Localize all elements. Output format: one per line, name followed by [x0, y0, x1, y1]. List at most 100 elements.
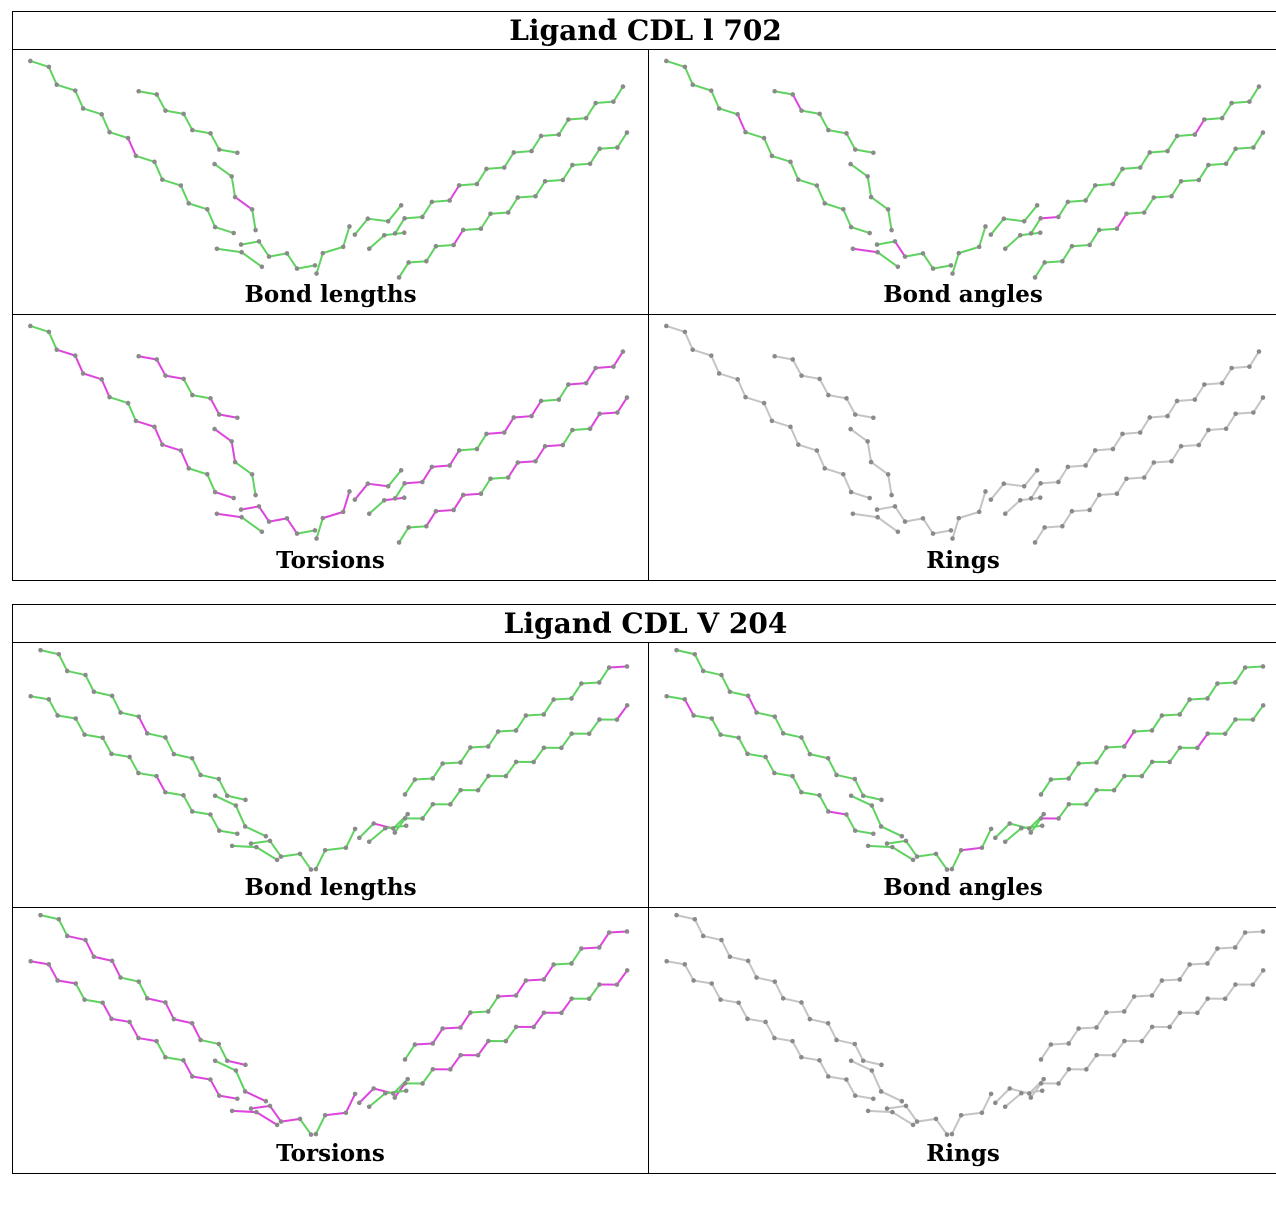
bond	[1111, 167, 1124, 186]
bond	[542, 698, 555, 716]
bond	[818, 794, 830, 813]
atom	[736, 735, 741, 741]
atom	[485, 744, 491, 749]
bond	[773, 90, 794, 96]
bond	[849, 163, 869, 178]
bond	[1221, 102, 1233, 120]
atom	[458, 787, 463, 793]
atom	[735, 112, 740, 117]
bond	[608, 665, 628, 669]
bond	[1148, 150, 1169, 154]
bond	[1057, 803, 1070, 820]
atom	[212, 224, 218, 230]
bond	[747, 959, 758, 979]
bond	[1206, 947, 1219, 965]
atom	[402, 792, 408, 797]
bond	[773, 715, 785, 735]
atom	[920, 516, 926, 521]
bond	[585, 102, 597, 120]
atom	[531, 759, 536, 765]
atom	[958, 847, 964, 853]
atom	[28, 693, 33, 699]
bond	[867, 1109, 894, 1114]
bond	[747, 694, 758, 714]
bond	[571, 427, 592, 432]
bond	[693, 918, 705, 937]
bond	[770, 419, 792, 428]
bond	[55, 348, 77, 357]
bond	[1123, 995, 1136, 1013]
bond	[110, 1017, 131, 1023]
atom	[515, 195, 521, 200]
atom	[615, 410, 620, 415]
atom	[212, 489, 218, 495]
atom	[1114, 491, 1120, 497]
atom	[1233, 982, 1238, 987]
atom	[708, 88, 714, 93]
atom	[1187, 962, 1192, 967]
atom	[949, 1131, 955, 1137]
atom	[1165, 148, 1170, 154]
bond	[504, 760, 518, 778]
bond	[244, 825, 267, 838]
atom	[189, 1020, 195, 1026]
atom	[865, 439, 870, 444]
bond	[255, 846, 279, 861]
atom	[674, 912, 679, 918]
bond	[736, 113, 747, 134]
bond	[612, 85, 624, 103]
atom	[664, 58, 669, 64]
atom	[948, 263, 954, 268]
bond	[1160, 978, 1181, 982]
atom	[239, 514, 244, 520]
bond	[425, 510, 437, 528]
atom	[825, 1020, 831, 1026]
bond	[516, 460, 537, 464]
bond	[164, 1056, 185, 1062]
atom	[871, 831, 876, 837]
atom	[232, 194, 238, 200]
bond	[1115, 477, 1128, 495]
atom	[1205, 696, 1210, 701]
bond	[524, 978, 545, 982]
bond	[368, 499, 386, 515]
atom	[593, 100, 598, 106]
atom	[64, 933, 70, 939]
atom	[1021, 219, 1027, 224]
atom	[56, 916, 62, 922]
bond	[179, 184, 190, 205]
bond	[1084, 184, 1097, 202]
atom	[840, 471, 846, 477]
bond	[257, 240, 271, 258]
atom	[396, 275, 402, 280]
atom	[570, 162, 575, 168]
atom	[231, 230, 236, 236]
atom	[559, 745, 564, 751]
atom	[163, 789, 168, 795]
atom	[204, 206, 210, 212]
atom	[109, 1016, 114, 1022]
bond	[403, 480, 424, 485]
atom	[1260, 664, 1266, 669]
atom	[99, 112, 104, 117]
bond	[960, 846, 983, 852]
atom	[1177, 712, 1183, 717]
bond	[434, 508, 455, 513]
atom	[28, 58, 33, 64]
atom	[682, 329, 688, 335]
atom	[1121, 744, 1127, 749]
atom	[745, 751, 750, 757]
atom	[229, 174, 234, 179]
atom	[208, 1077, 213, 1082]
atom	[385, 484, 391, 489]
atom	[620, 84, 626, 89]
atom	[840, 206, 846, 212]
bond	[179, 449, 190, 470]
bond	[384, 824, 408, 830]
atom	[1124, 476, 1129, 482]
atom	[495, 994, 501, 999]
atom	[154, 92, 160, 97]
bond	[789, 425, 800, 446]
bond	[29, 59, 50, 68]
bond	[612, 350, 624, 368]
